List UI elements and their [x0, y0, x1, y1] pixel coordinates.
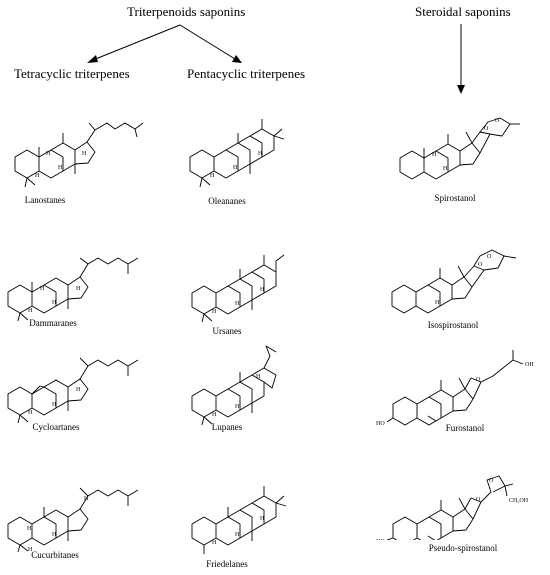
lanostane-structure: H H H H — [14, 122, 144, 188]
atom-label: OH — [525, 362, 534, 368]
label-oleananes: Oleananes — [208, 196, 246, 206]
pseudo-spirostanol-structure: O O CH₂OH HO — [376, 475, 529, 540]
atom-label: H — [58, 165, 63, 171]
furostanol-structure: O OH HO — [376, 350, 534, 427]
atom-label: HO — [376, 539, 385, 540]
atom-h: H — [46, 151, 51, 157]
tetracyclic-heading: Tetracyclic triterpenes — [14, 66, 130, 81]
atom-label: H — [212, 412, 217, 418]
atom-label: H — [210, 173, 215, 179]
atom-label: O — [476, 377, 481, 383]
label-friedelanes: Friedelanes — [206, 559, 248, 569]
ursane-structure: H H H — [191, 254, 285, 323]
atom-label: O — [476, 497, 481, 503]
atom-label: H — [28, 547, 33, 552]
atom-label: H — [84, 496, 89, 502]
arrow-to-tetracyclic — [92, 24, 181, 61]
label-furostanol: Furostanol — [445, 423, 485, 433]
atom-label: H — [233, 165, 238, 171]
lupane-structure: H H H — [191, 345, 277, 426]
atom-label: H — [260, 516, 265, 522]
atom-label: O — [484, 126, 489, 132]
atom-label: H — [35, 173, 40, 179]
isospirostanol-structure: O O H — [391, 249, 517, 314]
cucurbitane-structure: H H H H — [7, 487, 139, 552]
atom-label: O — [495, 118, 500, 124]
label-dammaranes: Dammaranes — [29, 318, 77, 328]
arrowhead-pentacyclic-icon — [232, 55, 242, 63]
atom-label: H — [260, 287, 265, 293]
atom-label: H — [82, 151, 87, 157]
atom-label: H — [235, 404, 240, 410]
label-cycloartanes: Cycloartanes — [32, 422, 80, 432]
triterpenoids-heading: Triterpenoids saponins — [127, 4, 246, 19]
friedelane-structure: H H H — [191, 486, 287, 554]
oleanane-structure: H H H — [189, 119, 285, 188]
label-ursanes: Ursanes — [212, 326, 242, 336]
atom-label: H — [27, 526, 32, 532]
label-lanostanes: Lanostanes — [24, 195, 66, 205]
atom-label: H — [40, 286, 45, 292]
atom-label: H — [256, 374, 261, 380]
atom-label: H — [76, 286, 81, 292]
atom-label: H — [432, 152, 437, 158]
atom-label: O — [487, 254, 492, 260]
atom-label: HO — [376, 421, 385, 427]
atom-label: H — [212, 540, 217, 546]
atom-label: H — [235, 301, 240, 307]
atom-label: H — [28, 410, 33, 416]
atom-label: H — [212, 309, 217, 315]
atom-label: O — [489, 478, 494, 484]
atom-label: H — [52, 300, 57, 306]
atom-label: H — [258, 151, 263, 157]
label-lupanes: Lupanes — [211, 422, 243, 432]
atom-label: H — [52, 532, 57, 538]
label-pseudo-spirostanol: Pseudo-spirostanol — [428, 543, 498, 553]
pentacyclic-heading: Pentacyclic triterpenes — [187, 66, 306, 81]
atom-label: H — [435, 300, 440, 306]
arrowhead-tetracyclic-icon — [87, 55, 98, 63]
label-spirostanol: Spirostanol — [434, 193, 476, 203]
label-cucurbitanes: Cucurbitanes — [31, 550, 79, 560]
atom-label: H — [52, 402, 57, 408]
arrow-to-pentacyclic — [179, 24, 236, 60]
spirostanol-structure: O O H H — [399, 117, 520, 180]
cycloartane-structure: H H H — [7, 357, 139, 424]
atom-label: H — [76, 387, 81, 393]
label-isospirostanol: Isospirostanol — [427, 320, 479, 330]
dammarane-structure: H H H H — [7, 257, 139, 322]
steroidal-heading: Steroidal saponins — [415, 4, 511, 19]
atom-label: H — [28, 308, 33, 314]
atom-label: CH₂OH — [509, 498, 529, 504]
arrowhead-steroidal-icon — [457, 85, 465, 94]
atom-label: O — [478, 262, 483, 268]
atom-label: H — [235, 532, 240, 538]
atom-label: H — [443, 166, 448, 172]
